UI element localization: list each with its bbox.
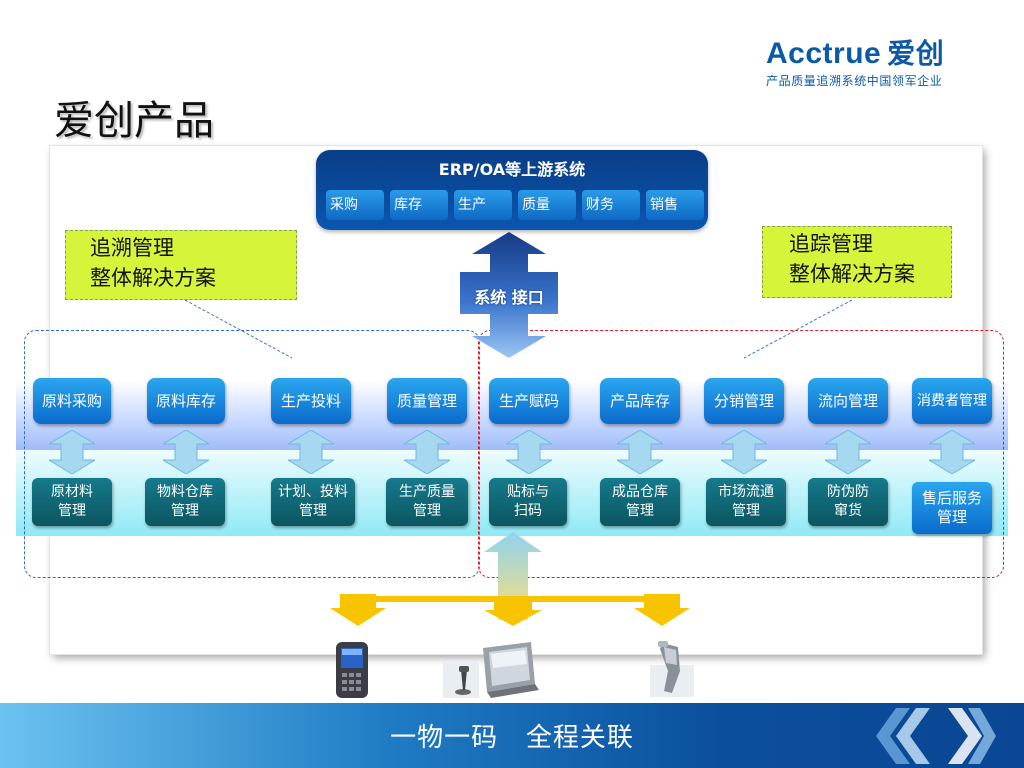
stage-product-inventory: 产品库存 bbox=[600, 378, 680, 424]
system-anti-counterfeit: 防伪防窜货 bbox=[808, 478, 888, 526]
erp-upstream-system: ERP/OA等上游系统 采购 库存 生产 质量 财务 销售 bbox=[316, 150, 708, 230]
brand-tagline: 产品质量追溯系统中国领军企业 bbox=[766, 74, 943, 88]
callout-line: 整体解决方案 bbox=[90, 266, 216, 290]
vertical-double-arrow-icon bbox=[49, 430, 95, 474]
vertical-double-arrow-icon bbox=[506, 430, 552, 474]
erp-title: ERP/OA等上游系统 bbox=[438, 160, 586, 179]
erp-module-production: 生产 bbox=[454, 190, 512, 220]
traceability-callout: 追溯管理 整体解决方案 bbox=[65, 230, 297, 300]
callout-line: 整体解决方案 bbox=[789, 262, 915, 286]
system-after-sales-service: 售后服务管理 bbox=[912, 482, 992, 534]
system-finished-goods-warehouse: 成品仓库管理 bbox=[600, 478, 680, 526]
stage-distribution-management: 分销管理 bbox=[704, 378, 784, 424]
stage-raw-material-inventory: 原料库存 bbox=[147, 378, 225, 424]
erp-module-inventory: 库存 bbox=[390, 190, 448, 220]
stage-quality-management: 质量管理 bbox=[387, 378, 467, 424]
stage-raw-material-procurement: 原料采购 bbox=[33, 378, 111, 424]
traceability-group bbox=[24, 330, 480, 578]
vertical-double-arrow-icon bbox=[288, 430, 334, 474]
vertical-double-arrow-icon bbox=[825, 430, 871, 474]
barcode-scanner-station-icon bbox=[443, 642, 539, 698]
stage-flow-management: 流向管理 bbox=[808, 378, 888, 424]
system-market-circulation-management: 市场流通管理 bbox=[706, 478, 786, 526]
vertical-double-arrow-icon bbox=[721, 430, 767, 474]
system-labeling-scanning: 贴标与扫码 bbox=[489, 478, 567, 526]
stage-consumer-management: 消费者管理 bbox=[912, 378, 992, 424]
device-data-flow-arrows bbox=[330, 532, 690, 626]
rfid-gun-scanner-icon bbox=[650, 641, 694, 697]
system-interface-label: 系统 接口 bbox=[474, 288, 544, 307]
system-interface-arrow-icon bbox=[460, 232, 558, 358]
erp-module-procurement: 采购 bbox=[326, 190, 384, 220]
footer-slogan: 一物一码 全程关联 bbox=[390, 723, 634, 753]
system-material-warehouse-management: 物料仓库管理 bbox=[145, 478, 225, 526]
system-plan-feeding-management: 计划、投料管理 bbox=[271, 478, 355, 526]
vertical-double-arrow-icon bbox=[163, 430, 209, 474]
tracking-callout: 追踪管理 整体解决方案 bbox=[762, 226, 952, 298]
erp-module-quality: 质量 bbox=[518, 190, 576, 220]
stage-production-coding: 生产赋码 bbox=[489, 378, 569, 424]
system-raw-material-management: 原材料管理 bbox=[32, 478, 112, 526]
chevron-decoration-icon bbox=[876, 708, 996, 764]
erp-module-finance: 财务 bbox=[582, 190, 640, 220]
vertical-double-arrow-icon bbox=[404, 430, 450, 474]
system-production-quality-management: 生产质量管理 bbox=[386, 478, 468, 526]
vertical-double-arrow-icon bbox=[929, 430, 975, 474]
handheld-terminal-icon bbox=[336, 642, 368, 698]
callout-line: 追溯管理 bbox=[90, 236, 174, 260]
vertical-double-arrow-icon bbox=[617, 430, 663, 474]
footer-bar bbox=[0, 703, 1024, 768]
callout-line: 追踪管理 bbox=[789, 232, 873, 256]
stage-production-feeding: 生产投料 bbox=[271, 378, 351, 424]
tracking-group bbox=[478, 330, 1004, 578]
page-title: 爱创产品 bbox=[54, 98, 214, 144]
erp-module-sales: 销售 bbox=[646, 190, 704, 220]
